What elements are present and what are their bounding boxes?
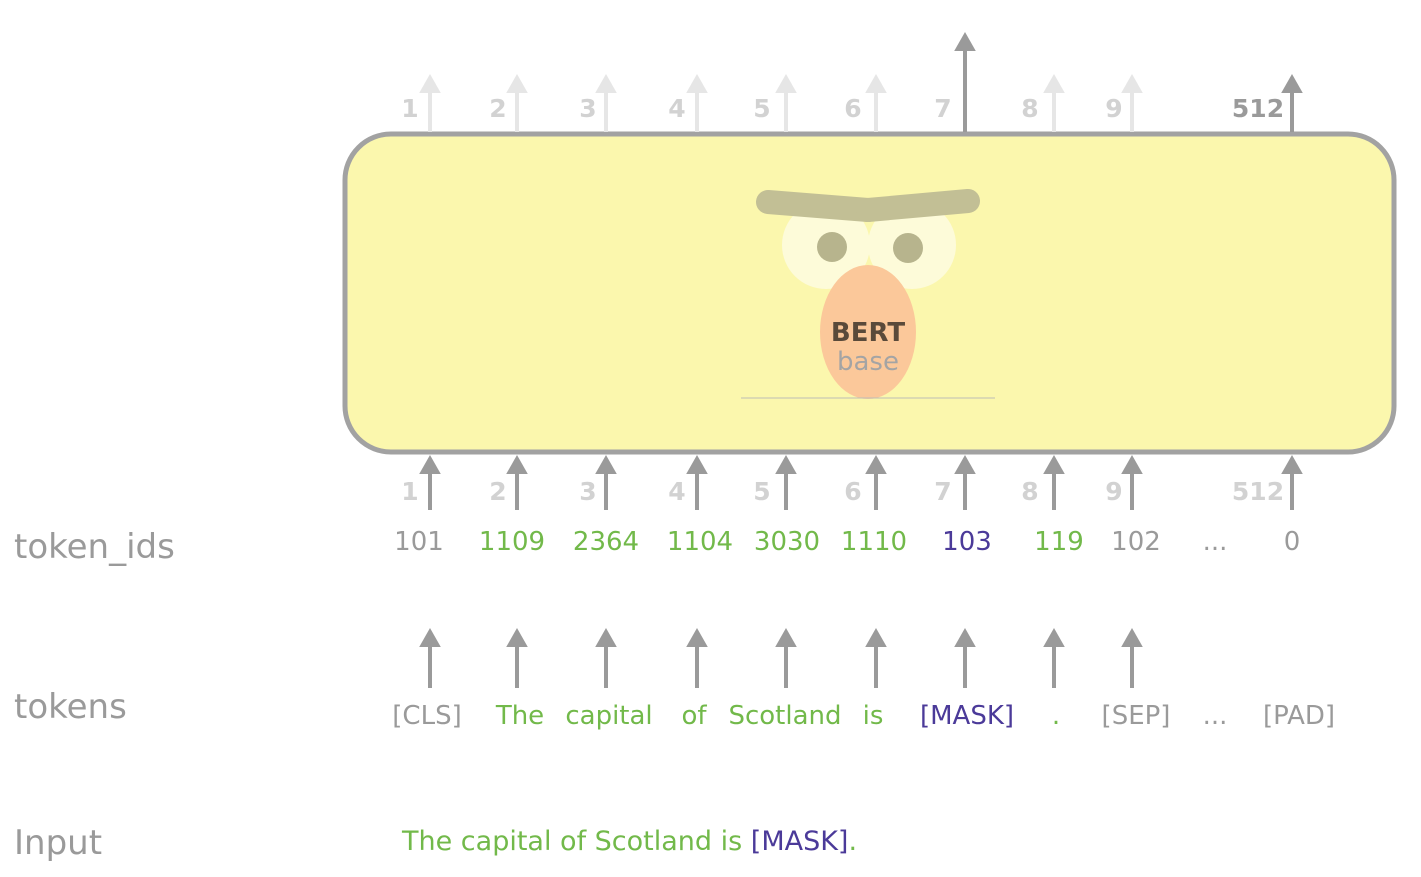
right-eyebrow [856, 189, 980, 222]
output-position-label: 512 [1232, 94, 1284, 123]
output-arrow [1121, 74, 1143, 132]
token: The [495, 701, 544, 731]
token: [PAD] [1263, 701, 1335, 731]
input-arrow [506, 455, 528, 510]
token-arrow [865, 628, 887, 688]
input-position-label: 6 [844, 477, 861, 506]
output-position-label: 5 [753, 94, 770, 123]
output-position-label: 8 [1021, 94, 1038, 123]
token-id: 0 [1284, 527, 1301, 557]
token: . [1052, 701, 1060, 731]
input-arrows: 1 2 3 4 5 6 7 8 9 512 [401, 455, 1303, 510]
output-arrow [1281, 74, 1303, 132]
model-name: BERT [831, 318, 905, 348]
left-eyebrow [756, 190, 880, 222]
token-id: 1104 [667, 527, 733, 557]
beak [820, 265, 916, 399]
input-arrow [865, 455, 887, 510]
output-position-label: 1 [401, 94, 418, 123]
input-position-label: 4 [668, 477, 685, 506]
token-arrows [419, 628, 1143, 688]
model-variant: base [837, 347, 899, 377]
token-row: [CLS] The capital of Scotland is [MASK]. [SEP].… [392, 701, 1335, 731]
token-id: 103 [942, 527, 992, 557]
output-position-label: 2 [489, 94, 506, 123]
output-arrow [954, 32, 976, 132]
input-position-label: 7 [934, 477, 951, 506]
token: ... [1203, 701, 1228, 731]
input-arrow [595, 455, 617, 510]
input-position-label: 2 [489, 477, 506, 506]
token-arrow [954, 628, 976, 688]
input-arrow [686, 455, 708, 510]
token: [CLS] [392, 701, 461, 731]
token-id: 1109 [479, 527, 545, 557]
output-arrow [865, 74, 887, 132]
token-id: ... [1203, 527, 1228, 557]
bert-face: BERT base [741, 189, 995, 399]
token-id: 2364 [573, 527, 639, 557]
output-position-label: 3 [579, 94, 596, 123]
input-position-label: 5 [753, 477, 770, 506]
input-sentence: The capital of Scotland is [MASK]. [402, 826, 857, 857]
left-pupil [817, 232, 847, 262]
output-arrows: 1 2 3 4 5 6 7 8 9 512 [401, 32, 1303, 132]
token: Scotland [728, 701, 841, 731]
input-position-label: 3 [579, 477, 596, 506]
input-arrow [954, 455, 976, 510]
input-arrow [419, 455, 441, 510]
output-position-label: 6 [844, 94, 861, 123]
output-arrow [1043, 74, 1065, 132]
token-arrow [595, 628, 617, 688]
input-arrow [775, 455, 797, 510]
output-arrow [595, 74, 617, 132]
row-label-input: Input [14, 823, 103, 863]
input-arrow [1121, 455, 1143, 510]
token-arrow [686, 628, 708, 688]
token-arrow [775, 628, 797, 688]
token-id: 1110 [841, 527, 907, 557]
output-position-label: 9 [1105, 94, 1122, 123]
token-id: 3030 [754, 527, 820, 557]
token-id: 101 [394, 527, 444, 557]
input-position-label: 1 [401, 477, 418, 506]
input-position-label: 9 [1105, 477, 1122, 506]
token: [SEP] [1102, 701, 1171, 731]
input-sentence-mask: [MASK] [750, 826, 849, 857]
token: capital [565, 701, 652, 731]
token-id: 102 [1111, 527, 1161, 557]
input-position-label: 512 [1232, 477, 1284, 506]
input-sentence-words: The capital of Scotland is [402, 826, 751, 857]
output-position-label: 7 [934, 94, 951, 123]
output-arrow [506, 74, 528, 132]
token-arrow [1121, 628, 1143, 688]
input-sentence-period: . [848, 826, 858, 857]
output-arrow [775, 74, 797, 132]
output-position-label: 4 [668, 94, 685, 123]
input-position-label: 8 [1021, 477, 1038, 506]
token: of [681, 701, 707, 731]
output-arrow [419, 74, 441, 132]
output-arrow [686, 74, 708, 132]
token-id: 119 [1034, 527, 1084, 557]
token-arrow [506, 628, 528, 688]
token: is [863, 701, 884, 731]
row-label-token-ids: token_ids [14, 527, 175, 567]
token-id-row: 101 1109 2364 1104 3030 1110 103 119 102... 0 [394, 527, 1300, 557]
token: [MASK] [920, 701, 1014, 731]
input-arrow [1281, 455, 1303, 510]
token-arrow [1043, 628, 1065, 688]
token-arrow [419, 628, 441, 688]
input-arrow [1043, 455, 1065, 510]
row-label-tokens: tokens [14, 687, 127, 727]
right-pupil [893, 233, 923, 263]
